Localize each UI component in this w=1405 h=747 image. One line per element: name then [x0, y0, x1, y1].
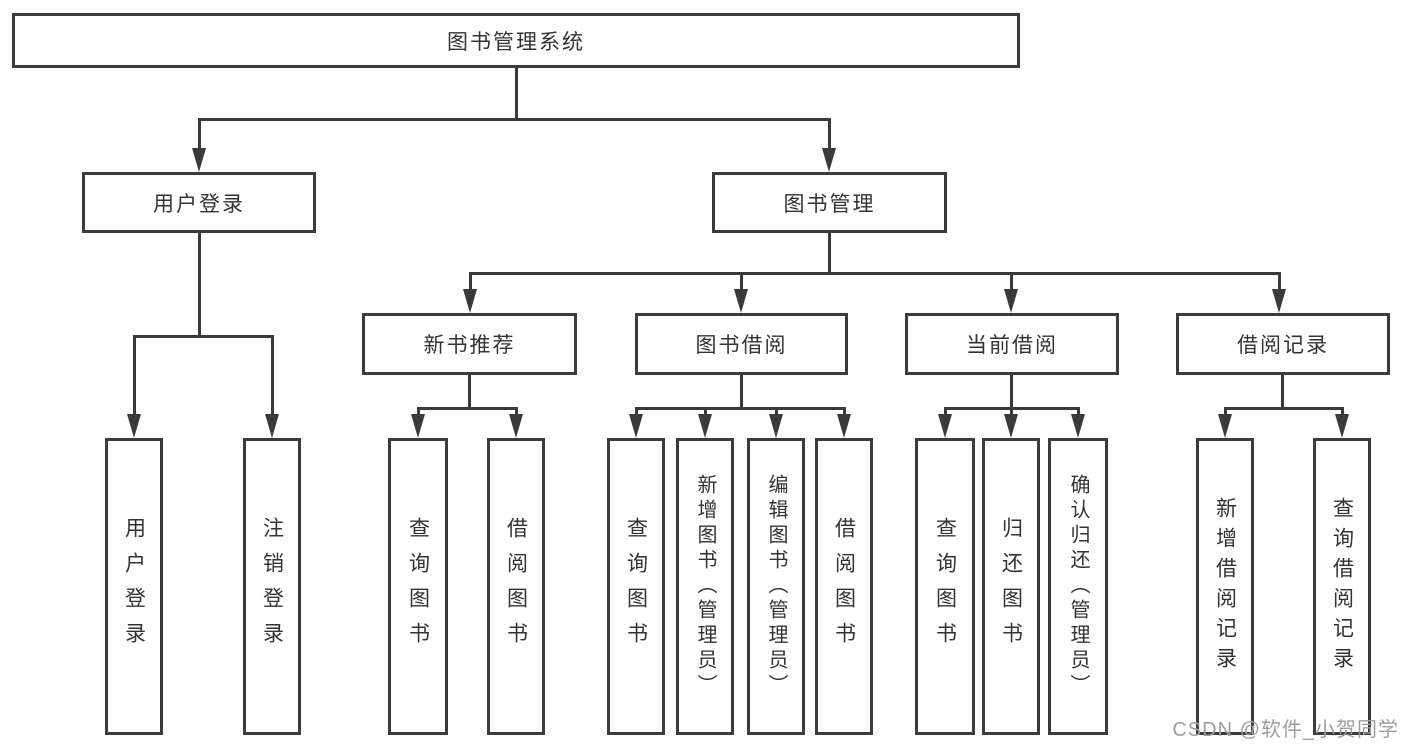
- connector-line: [417, 407, 518, 410]
- leaf-label: 借阅图书: [832, 516, 856, 657]
- arrowhead-down-icon: [629, 414, 643, 438]
- connector-line: [828, 118, 831, 151]
- node-new-book-recommend: 新书推荐: [362, 313, 577, 375]
- connector-line: [417, 407, 420, 417]
- node-book-management: 图书管理: [712, 172, 947, 233]
- arrowhead-down-icon: [1004, 289, 1018, 313]
- connector-line: [775, 407, 778, 417]
- connector-line: [198, 233, 201, 335]
- leaf-label: 查询图书: [624, 516, 648, 657]
- leaf-edit-books-admin: 编辑图书（管理员）: [747, 438, 805, 735]
- leaf-label: 用户登录: [122, 516, 146, 657]
- connector-line: [1077, 407, 1080, 417]
- node-label: 图书管理: [783, 192, 876, 216]
- leaf-query-borrow-record: 查询借阅记录: [1313, 438, 1371, 735]
- node-borrow-records: 借阅记录: [1176, 313, 1390, 375]
- connector-line: [740, 375, 743, 407]
- node-user-login: 用户登录: [82, 172, 316, 233]
- connector-line: [635, 407, 846, 410]
- connector-line: [1224, 407, 1227, 417]
- arrowhead-down-icon: [1004, 414, 1018, 438]
- connector-line: [1281, 375, 1284, 407]
- leaf-confirm-return-admin: 确认归还（管理员）: [1048, 438, 1108, 735]
- connector-line: [1010, 375, 1013, 407]
- leaf-label: 新增图书（管理员）: [694, 474, 716, 699]
- node-label: 新书推荐: [423, 334, 516, 357]
- leaf-label: 查询图书: [406, 516, 430, 657]
- leaf-return-books: 归还图书: [982, 438, 1040, 735]
- arrowhead-down-icon: [127, 414, 141, 438]
- leaf-query-books-recommend: 查询图书: [388, 438, 448, 735]
- node-library-system: 图书管理系统: [12, 13, 1020, 68]
- connector-line: [1278, 272, 1281, 292]
- arrowhead-down-icon: [192, 148, 206, 172]
- connector-line: [635, 407, 638, 417]
- leaf-add-borrow-record: 新增借阅记录: [1196, 438, 1254, 735]
- connector-line: [843, 407, 846, 417]
- connector-line: [828, 233, 831, 272]
- leaf-label: 编辑图书（管理员）: [765, 474, 787, 699]
- leaf-label: 注销登录: [260, 516, 284, 657]
- leaf-query-books-borrow: 查询图书: [607, 438, 665, 735]
- connector-line: [469, 272, 472, 292]
- node-label: 图书管理系统: [447, 30, 585, 54]
- leaf-label: 借阅图书: [504, 516, 528, 657]
- node-book-borrow: 图书借阅: [635, 313, 848, 375]
- leaf-logout: 注销登录: [243, 438, 301, 735]
- connector-line: [515, 68, 518, 118]
- connector-line: [704, 407, 707, 417]
- connector-line: [271, 335, 274, 417]
- connector-line: [1224, 407, 1343, 410]
- arrowhead-down-icon: [1218, 414, 1232, 438]
- node-label: 图书借阅: [695, 334, 788, 357]
- leaf-label: 查询图书: [933, 516, 957, 657]
- arrowhead-down-icon: [463, 289, 477, 313]
- leaf-label: 确认归还（管理员）: [1067, 474, 1089, 699]
- arrowhead-down-icon: [1335, 414, 1349, 438]
- connector-line: [133, 335, 136, 417]
- leaf-query-books-current: 查询图书: [915, 438, 975, 735]
- connector-line: [1010, 272, 1013, 292]
- arrowhead-down-icon: [411, 414, 425, 438]
- arrowhead-down-icon: [938, 414, 952, 438]
- connector-line: [944, 407, 947, 417]
- arrowhead-down-icon: [698, 414, 712, 438]
- node-label: 借阅记录: [1237, 334, 1329, 357]
- leaf-add-books-admin: 新增图书（管理员）: [676, 438, 734, 735]
- arrowhead-down-icon: [734, 289, 748, 313]
- arrowhead-down-icon: [769, 414, 783, 438]
- connector-line: [515, 407, 518, 417]
- connector-line: [469, 272, 1281, 275]
- connector-line: [1010, 407, 1013, 417]
- arrowhead-down-icon: [1272, 289, 1286, 313]
- node-label: 当前借阅: [966, 334, 1058, 357]
- connector-line: [133, 335, 273, 338]
- arrowhead-down-icon: [265, 414, 279, 438]
- arrowhead-down-icon: [837, 414, 851, 438]
- node-current-borrow: 当前借阅: [905, 313, 1119, 375]
- node-label: 用户登录: [153, 192, 245, 216]
- connector-line: [198, 118, 201, 151]
- leaf-label: 查询借阅记录: [1330, 496, 1354, 677]
- connector-line: [1341, 407, 1344, 417]
- leaf-label: 归还图书: [999, 516, 1023, 657]
- connector-line: [468, 375, 471, 407]
- arrowhead-down-icon: [1071, 414, 1085, 438]
- csdn-watermark: CSDN @软件_小贺同学: [1172, 719, 1399, 741]
- leaf-user-login: 用户登录: [105, 438, 163, 735]
- leaf-borrow-books: 借阅图书: [815, 438, 873, 735]
- arrowhead-down-icon: [509, 414, 523, 438]
- leaf-label: 新增借阅记录: [1213, 496, 1237, 677]
- leaf-borrow-books-recommend: 借阅图书: [487, 438, 545, 735]
- arrowhead-down-icon: [822, 148, 836, 172]
- connector-line: [198, 118, 831, 121]
- connector-line: [740, 272, 743, 292]
